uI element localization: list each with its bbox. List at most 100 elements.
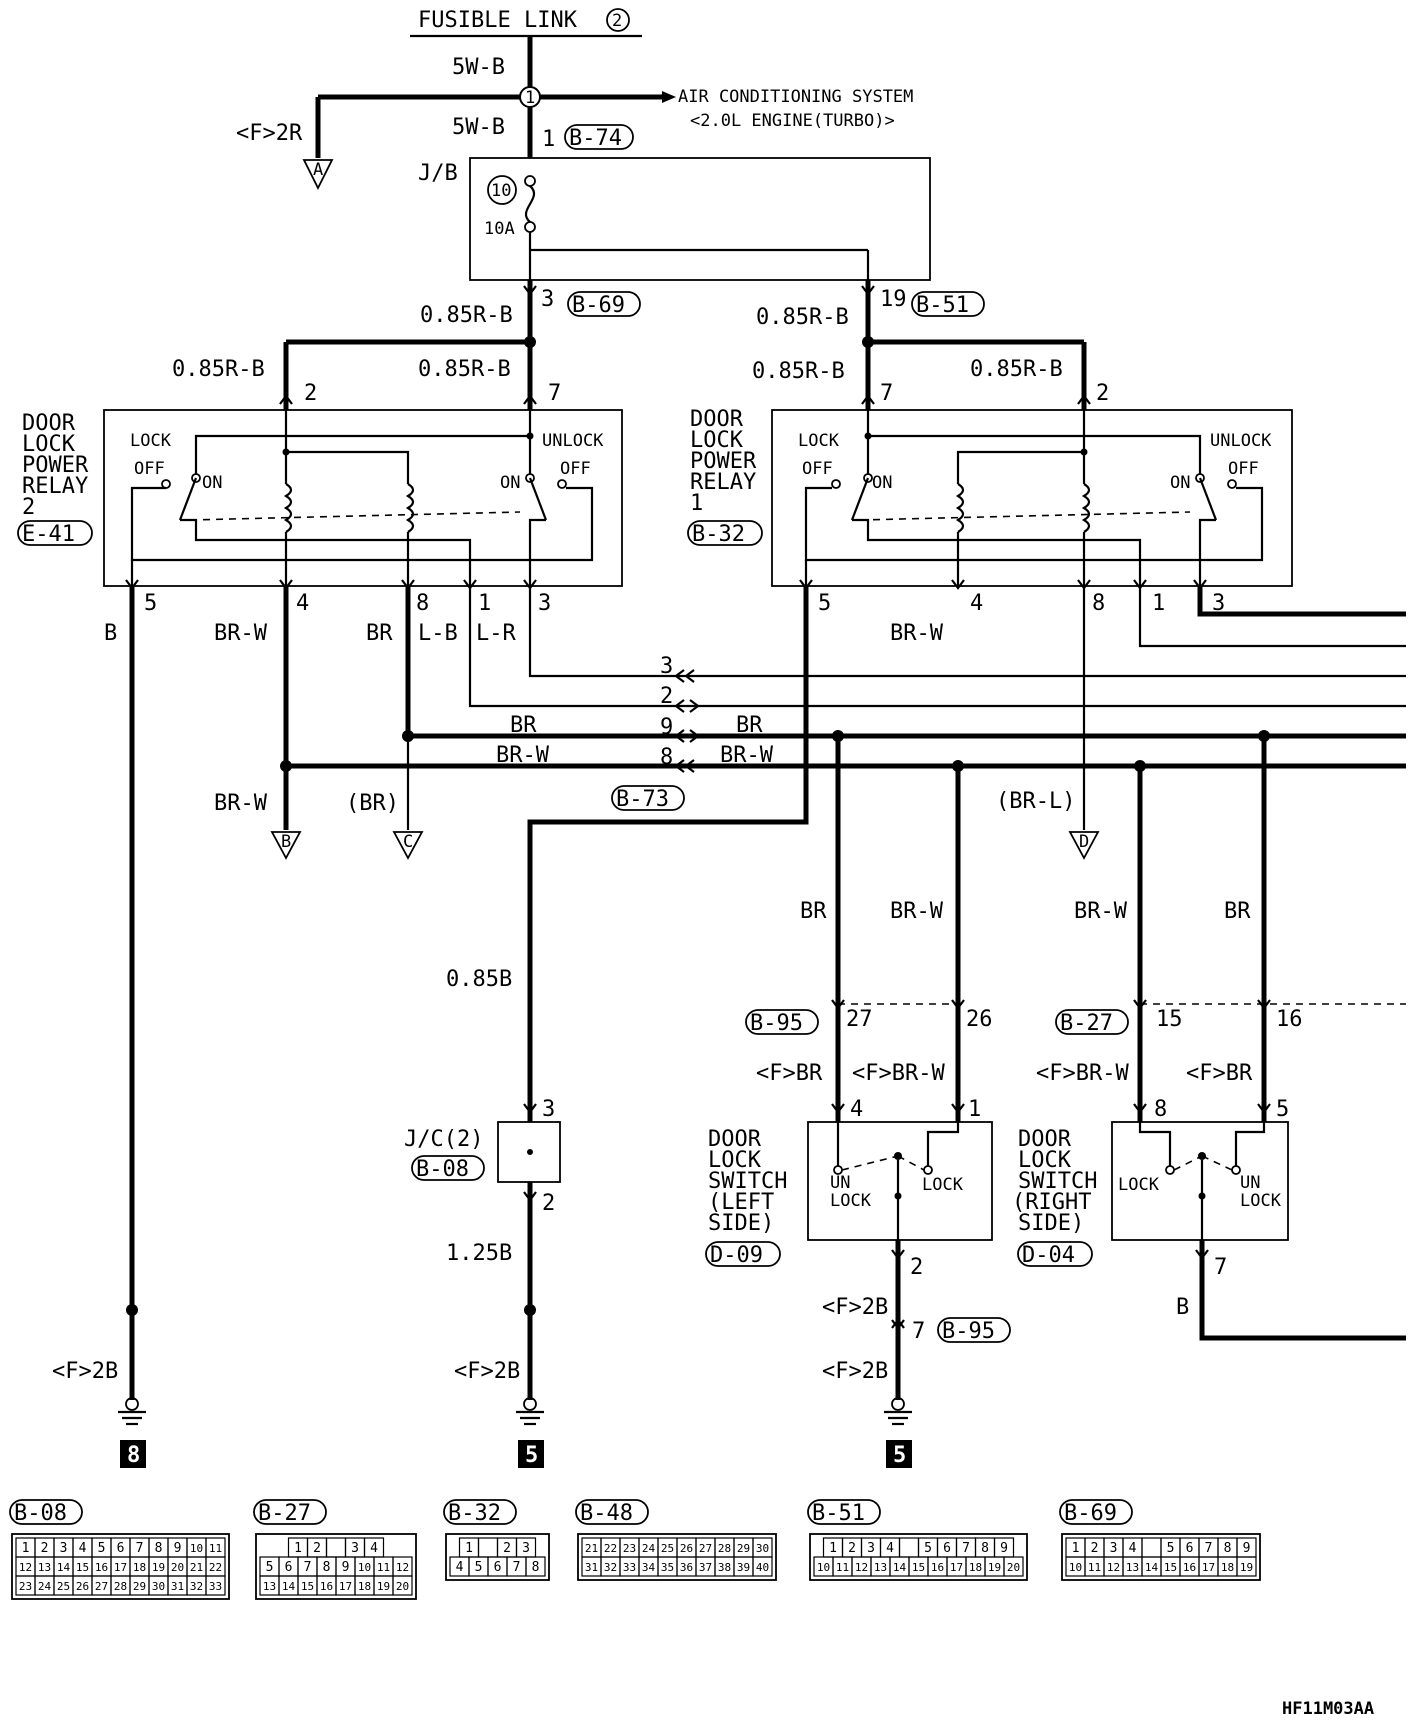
svg-text:27: 27 [846, 1007, 873, 1032]
connector-pin-number: 8 [323, 1560, 331, 1575]
svg-text:7: 7 [548, 381, 561, 406]
connector-b51-tag [911, 291, 985, 317]
svg-text:LOCK: LOCK [708, 1148, 762, 1173]
connector-pin-number: 24 [38, 1580, 52, 1593]
connector-pin-number: 3 [867, 1541, 875, 1556]
svg-text:D-04: D-04 [1022, 1243, 1075, 1268]
connector-pin-number: 15 [1164, 1561, 1177, 1574]
svg-text:3: 3 [660, 654, 673, 679]
svg-text:LOCK: LOCK [798, 431, 840, 451]
connector-pin-number: 11 [377, 1561, 390, 1574]
connector-pin-number: 2 [313, 1541, 321, 1556]
svg-text:B-74: B-74 [569, 126, 622, 151]
connector-b27-tag [1055, 1009, 1129, 1035]
door-lock-switch-right: DOOR LOCK SWITCH (RIGHT SIDE) D-04 LOCK … [1012, 1121, 1289, 1268]
door-lock-switch-left: DOOR LOCK SWITCH (LEFT SIDE) D-09 UN LOC… [705, 1121, 993, 1268]
connector-b69-tag [567, 291, 641, 317]
connector-pin-number: 7 [513, 1560, 521, 1575]
connector-pin-number: 14 [1145, 1561, 1159, 1574]
svg-text:B-95: B-95 [750, 1011, 803, 1036]
ref-arrow-c [392, 831, 424, 860]
svg-text:8: 8 [416, 591, 429, 616]
svg-text:7: 7 [912, 1319, 925, 1344]
connector-pin-number: 27 [95, 1580, 108, 1593]
connector-pin-number: 11 [209, 1542, 222, 1555]
svg-text:LOCK: LOCK [22, 432, 76, 457]
svg-text:3: 3 [542, 1097, 555, 1122]
connector-pin-cell [752, 1556, 773, 1577]
svg-text:(BR-L): (BR-L) [996, 789, 1075, 814]
connector-b74-tag [564, 124, 634, 150]
connector-pin-number: 21 [190, 1561, 203, 1574]
svg-text:<F>BR-W: <F>BR-W [1036, 1061, 1129, 1086]
connector-pin-number: 16 [931, 1561, 944, 1574]
connector-pin-number: 5 [1167, 1541, 1175, 1556]
connector-pin-number: 38 [718, 1561, 731, 1574]
connector-pin-number: 1 [294, 1541, 302, 1556]
fuse-amp-label: 10A [484, 219, 515, 239]
svg-text:4: 4 [850, 1097, 863, 1122]
connector-pin-number: 33 [623, 1561, 636, 1574]
svg-text:2: 2 [1096, 381, 1109, 406]
connector-pin-number: 26 [680, 1542, 693, 1555]
connector-pin-number: 6 [117, 1541, 125, 1556]
svg-text:SWITCH: SWITCH [708, 1169, 787, 1194]
svg-text:D-09: D-09 [710, 1243, 763, 1268]
svg-text:LOCK: LOCK [690, 428, 744, 453]
svg-text:1: 1 [690, 491, 703, 516]
connector-pin-number: 34 [642, 1561, 656, 1574]
connector-pin-number: 17 [1202, 1561, 1215, 1574]
connector-pin-number: 2 [1091, 1541, 1099, 1556]
svg-text:DOOR: DOOR [1018, 1127, 1072, 1152]
svg-text:OFF: OFF [1228, 459, 1259, 479]
svg-text:RELAY: RELAY [690, 470, 756, 495]
svg-text:LOCK: LOCK [1018, 1148, 1072, 1173]
connector-pin-number: 4 [79, 1541, 87, 1556]
connector-pin-number: 8 [532, 1560, 540, 1575]
wire-label-5wb-a: 5W-B [452, 55, 505, 80]
connector-pin-number: 1 [829, 1541, 837, 1556]
svg-text:<F>2B: <F>2B [454, 1359, 520, 1384]
connector-view-label: B-08 [14, 1501, 67, 1526]
connector-pin-cell [1236, 1556, 1257, 1577]
connector-pin-number: 15 [301, 1580, 314, 1593]
connector-pin-number: 9 [174, 1541, 182, 1556]
svg-text:UN: UN [830, 1173, 850, 1193]
connector-b73-tag [611, 785, 685, 811]
connector-pin-cell [898, 1537, 920, 1558]
svg-text:10: 10 [491, 181, 511, 201]
svg-text:BR: BR [1224, 899, 1251, 924]
connector-pin-number: 29 [737, 1542, 750, 1555]
connector-pin-number: 4 [1129, 1541, 1137, 1556]
connector-pin-number: 3 [60, 1541, 68, 1556]
svg-text:B-51: B-51 [916, 293, 969, 318]
svg-text:BR: BR [366, 621, 393, 646]
connector-pin-cell [525, 1556, 546, 1577]
ref-arrow-d [1068, 831, 1100, 860]
svg-text:<F>BR: <F>BR [756, 1061, 823, 1086]
wire-label-5wb-b: 5W-B [452, 115, 505, 140]
svg-text:UNLOCK: UNLOCK [1210, 431, 1272, 451]
fusible-link-number: 2 [612, 11, 622, 31]
connector-pin-number: 5 [924, 1541, 932, 1556]
connector-pin-number: 8 [1224, 1541, 1232, 1556]
connector-pin-number: 30 [152, 1580, 165, 1593]
svg-text:B-95: B-95 [942, 1319, 995, 1344]
svg-text:B-69: B-69 [572, 293, 625, 318]
svg-text:<F>2B: <F>2B [52, 1359, 118, 1384]
svg-text:BR-W: BR-W [214, 791, 268, 816]
connector-pin-number: 4 [370, 1541, 378, 1556]
svg-text:BR: BR [510, 713, 537, 738]
connector-pin-number: 7 [304, 1560, 312, 1575]
ground-point-5a [518, 1440, 544, 1468]
connector-pin-number: 2 [41, 1541, 49, 1556]
connector-pin-number: 6 [494, 1560, 502, 1575]
svg-text:BR: BR [736, 713, 763, 738]
svg-text:(LEFT: (LEFT [708, 1190, 774, 1215]
connector-pin-number: 10 [190, 1542, 203, 1555]
svg-text:8: 8 [660, 745, 673, 770]
wire-label-085rb-left: 0.85R-B [420, 303, 513, 328]
